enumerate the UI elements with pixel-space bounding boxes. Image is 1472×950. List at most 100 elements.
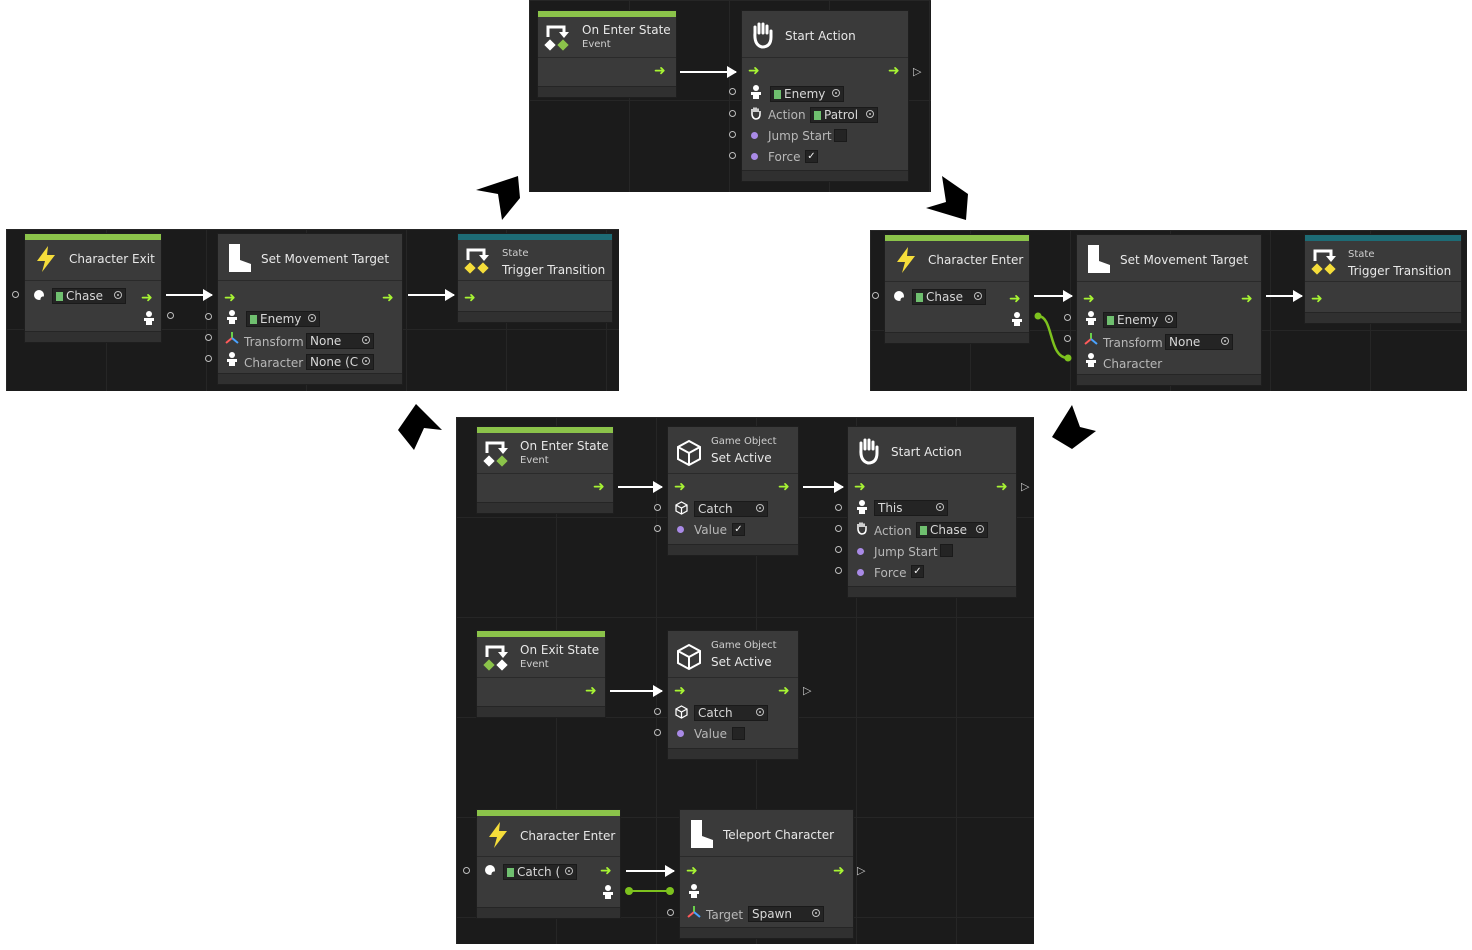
input-port[interactable] bbox=[205, 355, 212, 362]
character-field[interactable]: Enemy bbox=[1103, 312, 1177, 328]
input-port[interactable] bbox=[654, 708, 661, 715]
input-port[interactable] bbox=[872, 292, 879, 299]
flow-out-port[interactable]: ➜ bbox=[593, 479, 605, 495]
flow-in-port[interactable]: ➜ bbox=[854, 479, 866, 495]
flow-out-port[interactable]: ➜ bbox=[585, 683, 597, 699]
collider-field[interactable]: Catch ( bbox=[503, 864, 577, 880]
input-port[interactable] bbox=[729, 131, 736, 138]
flow-in-port[interactable]: ➜ bbox=[464, 290, 476, 306]
value-port[interactable] bbox=[857, 548, 864, 555]
set-movement-target-node[interactable]: Set Movement Target ➜ ➜ Enemy Transform … bbox=[1076, 234, 1262, 386]
collider-icon bbox=[894, 291, 906, 303]
character-field[interactable]: Enemy bbox=[246, 311, 320, 327]
input-port[interactable] bbox=[654, 504, 661, 511]
input-port[interactable] bbox=[729, 88, 736, 95]
input-port[interactable] bbox=[729, 110, 736, 117]
input-port[interactable] bbox=[835, 504, 842, 511]
value-port[interactable] bbox=[677, 730, 684, 737]
value-port[interactable] bbox=[751, 153, 758, 160]
set-active-node[interactable]: Game Object Set Active ➜ ➜ Catch Value ✓ bbox=[667, 426, 799, 556]
input-port[interactable] bbox=[835, 546, 842, 553]
flow-exit-port[interactable]: ▷ bbox=[803, 684, 812, 697]
force-checkbox[interactable]: ✓ bbox=[911, 565, 924, 578]
flow-out-port[interactable]: ➜ bbox=[141, 290, 153, 306]
jump-start-checkbox[interactable] bbox=[834, 129, 847, 142]
input-port[interactable] bbox=[654, 525, 661, 532]
flow-out-port[interactable]: ➜ bbox=[888, 63, 900, 79]
input-port[interactable] bbox=[205, 313, 212, 320]
graph-panel-bottom[interactable]: On Enter State Event ➜ Game Object Set A… bbox=[456, 417, 1034, 944]
flow-exit-port[interactable]: ▷ bbox=[913, 65, 922, 78]
input-port[interactable] bbox=[12, 291, 19, 298]
trigger-transition-node[interactable]: State Trigger Transition ➜ bbox=[457, 233, 613, 323]
character-value-field[interactable]: None (C bbox=[306, 354, 374, 370]
flow-exit-port[interactable]: ▷ bbox=[857, 864, 866, 877]
input-port[interactable] bbox=[835, 525, 842, 532]
character-field[interactable]: This bbox=[874, 500, 948, 516]
target-field[interactable]: Spawn bbox=[748, 906, 824, 922]
on-enter-state-node[interactable]: On Enter State Event ➜ bbox=[476, 426, 614, 514]
input-port[interactable] bbox=[1064, 335, 1071, 342]
node-subtitle: Event bbox=[520, 455, 549, 466]
graph-panel-top[interactable]: On Enter State Event ➜ Start Action ➜ ➜ … bbox=[529, 0, 931, 192]
on-exit-state-node[interactable]: On Exit State Event ➜ bbox=[476, 630, 606, 718]
value-port[interactable] bbox=[677, 526, 684, 533]
flow-in-port[interactable]: ➜ bbox=[674, 683, 686, 699]
input-port[interactable] bbox=[205, 334, 212, 341]
flow-out-port[interactable]: ➜ bbox=[778, 479, 790, 495]
character-field[interactable]: Enemy bbox=[770, 86, 844, 102]
output-port[interactable] bbox=[167, 312, 174, 319]
character-enter-node[interactable]: Character Enter Chase ➜ bbox=[884, 234, 1030, 344]
input-port[interactable] bbox=[835, 567, 842, 574]
data-port[interactable] bbox=[666, 887, 674, 895]
action-field[interactable]: Patrol bbox=[810, 107, 878, 123]
set-active-node[interactable]: Game Object Set Active ➜ ➜ Catch Value bbox=[667, 630, 799, 760]
value-port[interactable] bbox=[857, 569, 864, 576]
transform-field[interactable]: None bbox=[1165, 334, 1233, 350]
flow-out-port[interactable]: ➜ bbox=[1241, 291, 1253, 307]
flow-in-port[interactable]: ➜ bbox=[1311, 291, 1323, 307]
transform-field[interactable]: None bbox=[306, 333, 374, 349]
start-action-node[interactable]: Start Action ➜ ➜ This Action Chase Jump … bbox=[847, 426, 1017, 598]
input-port[interactable] bbox=[463, 867, 470, 874]
flow-out-port[interactable]: ➜ bbox=[382, 290, 394, 306]
collider-field[interactable]: Chase bbox=[912, 289, 986, 305]
trigger-transition-node[interactable]: State Trigger Transition ➜ bbox=[1304, 234, 1462, 324]
flow-out-port[interactable]: ➜ bbox=[654, 63, 666, 79]
value-checkbox[interactable] bbox=[732, 727, 745, 740]
character-icon bbox=[227, 352, 237, 366]
input-port[interactable] bbox=[654, 729, 661, 736]
node-title: Character Enter bbox=[928, 253, 1024, 267]
flow-in-port[interactable]: ➜ bbox=[224, 290, 236, 306]
flow-in-port[interactable]: ➜ bbox=[748, 63, 760, 79]
teleport-character-node[interactable]: Teleport Character ➜ ➜ Target Spawn bbox=[679, 809, 854, 939]
flow-exit-port[interactable]: ▷ bbox=[1021, 480, 1030, 493]
flow-in-port[interactable]: ➜ bbox=[674, 479, 686, 495]
graph-panel-right[interactable]: Character Enter Chase ➜ Set Movement Tar… bbox=[870, 230, 1467, 391]
flow-in-port[interactable]: ➜ bbox=[1083, 291, 1095, 307]
flow-out-port[interactable]: ➜ bbox=[833, 863, 845, 879]
input-port[interactable] bbox=[1064, 314, 1071, 321]
action-field[interactable]: Chase bbox=[916, 522, 988, 538]
set-movement-target-node[interactable]: Set Movement Target ➜ ➜ Enemy Transform … bbox=[217, 233, 403, 385]
character-exit-node[interactable]: Character Exit Chase ➜ bbox=[24, 233, 162, 343]
force-checkbox[interactable]: ✓ bbox=[805, 150, 818, 163]
flow-out-port[interactable]: ➜ bbox=[1009, 291, 1021, 307]
graph-panel-left[interactable]: Character Exit Chase ➜ Set Movement Targ… bbox=[6, 229, 619, 391]
game-object-field[interactable]: Catch bbox=[694, 501, 768, 517]
collider-field[interactable]: Chase bbox=[52, 288, 126, 304]
flow-in-port[interactable]: ➜ bbox=[686, 863, 698, 879]
flow-out-port[interactable]: ➜ bbox=[778, 683, 790, 699]
jump-start-checkbox[interactable] bbox=[940, 544, 953, 557]
value-port[interactable] bbox=[751, 132, 758, 139]
flow-out-port[interactable]: ➜ bbox=[996, 479, 1008, 495]
on-enter-state-node[interactable]: On Enter State Event ➜ bbox=[537, 10, 677, 98]
character-enter-node[interactable]: Character Enter Catch ( ➜ bbox=[476, 809, 621, 919]
input-port[interactable] bbox=[729, 152, 736, 159]
flow-out-port[interactable]: ➜ bbox=[600, 863, 612, 879]
data-port[interactable] bbox=[625, 887, 633, 895]
start-action-node[interactable]: Start Action ➜ ➜ Enemy Action Patrol Jum… bbox=[741, 10, 909, 182]
value-checkbox[interactable]: ✓ bbox=[732, 523, 745, 536]
game-object-field[interactable]: Catch bbox=[694, 705, 768, 721]
input-port[interactable] bbox=[667, 909, 674, 916]
